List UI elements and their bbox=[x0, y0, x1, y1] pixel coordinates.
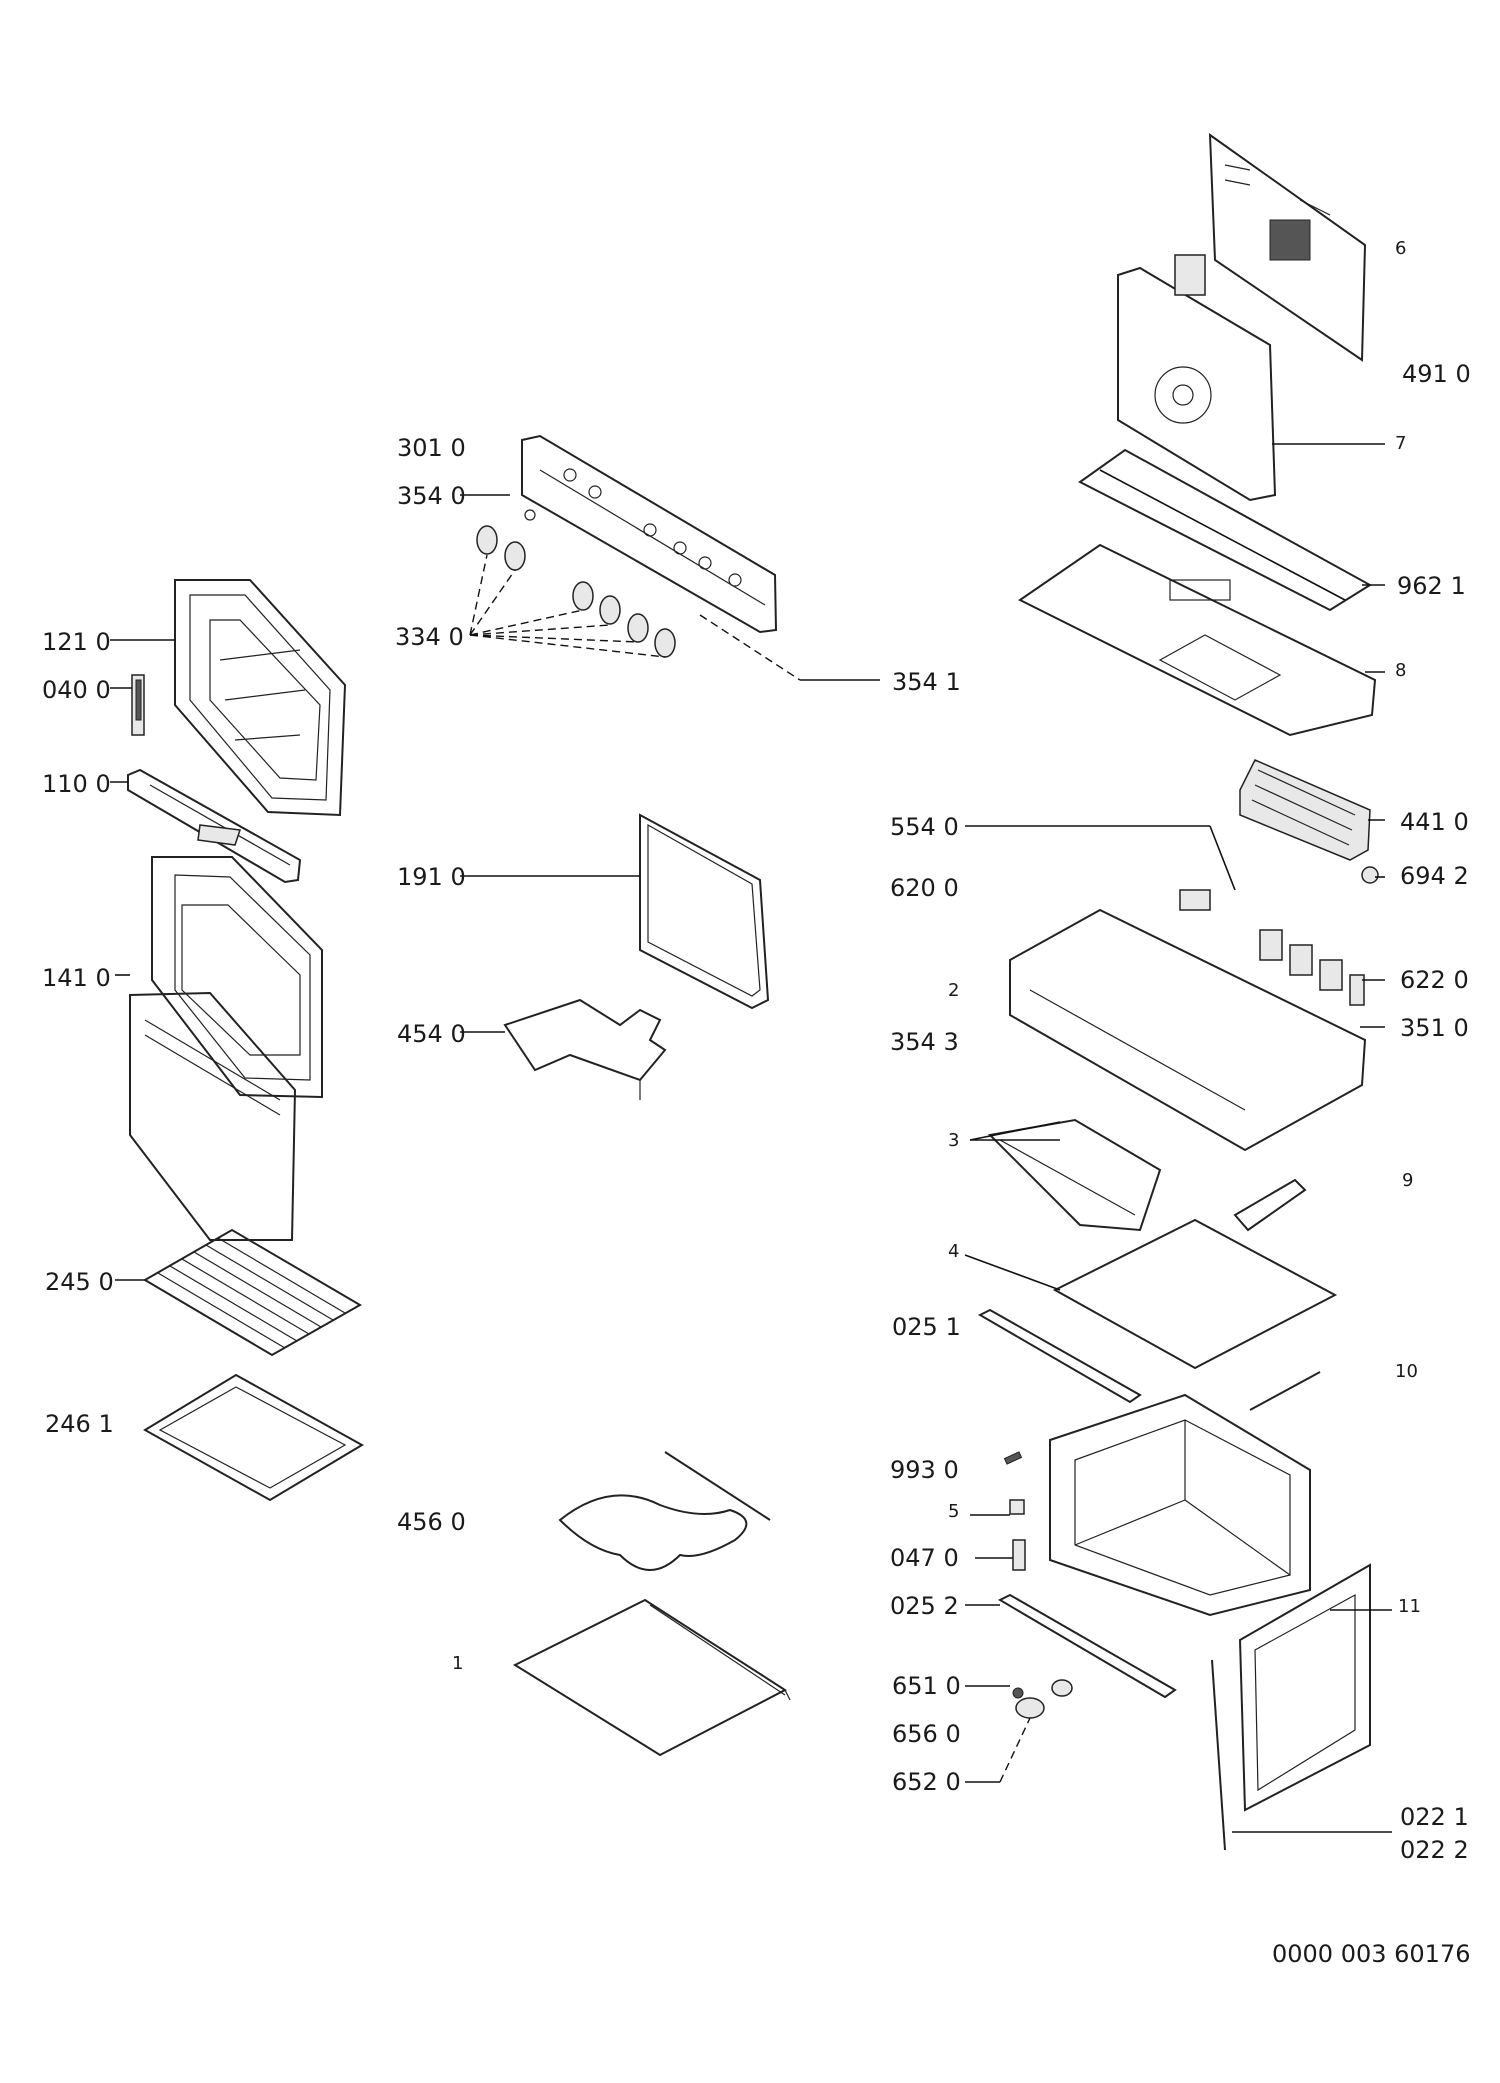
part-label-2: 2 bbox=[948, 980, 960, 1001]
part-label-040-0: 040 0 bbox=[42, 676, 111, 704]
part-label-354-3: 354 3 bbox=[890, 1028, 959, 1056]
part-control-panel bbox=[521, 434, 778, 634]
part-label-456-0: 456 0 bbox=[397, 1508, 466, 1536]
part-label-554-0: 554 0 bbox=[890, 813, 959, 841]
part-switch-knob bbox=[1012, 1679, 1073, 1719]
part-top-cover bbox=[1018, 543, 1377, 737]
part-label-246-1: 246 1 bbox=[45, 1410, 114, 1438]
part-label-022-2: 022 2 bbox=[1400, 1836, 1469, 1864]
part-oven-cavity bbox=[1049, 1393, 1311, 1617]
part-label-8: 8 bbox=[1395, 660, 1407, 681]
part-label-334-0: 334 0 bbox=[395, 623, 464, 651]
part-bottom-plate bbox=[512, 1598, 791, 1757]
part-door-frame bbox=[174, 579, 347, 817]
part-label-656-0: 656 0 bbox=[892, 1720, 961, 1748]
part-label-022-1: 022 1 bbox=[1400, 1803, 1469, 1831]
part-knobs bbox=[476, 509, 676, 658]
part-label-301-0: 301 0 bbox=[397, 434, 466, 462]
part-label-10: 10 bbox=[1395, 1361, 1418, 1382]
part-label-7: 7 bbox=[1395, 433, 1407, 454]
part-back-panel bbox=[1208, 133, 1367, 362]
part-label-651-0: 651 0 bbox=[892, 1672, 961, 1700]
part-label-454-0: 454 0 bbox=[397, 1020, 466, 1048]
part-label-245-0: 245 0 bbox=[45, 1268, 114, 1296]
part-door-handle-strip bbox=[127, 768, 302, 884]
part-label-622-0: 622 0 bbox=[1400, 966, 1469, 994]
part-door-hinge-assembly bbox=[1211, 1563, 1371, 1851]
part-label-962-1: 962 1 bbox=[1397, 572, 1466, 600]
part-side-rail-upper bbox=[977, 1308, 1142, 1404]
leader-lines bbox=[110, 443, 1392, 1833]
part-label-1: 1 bbox=[452, 1653, 464, 1674]
part-label-491-0: 491 0 bbox=[1402, 360, 1471, 388]
part-glass-plate bbox=[639, 813, 770, 1010]
part-label-441-0: 441 0 bbox=[1400, 808, 1469, 836]
part-label-110-0: 110 0 bbox=[42, 770, 111, 798]
document-reference-number: 0000 003 60176 bbox=[1272, 1940, 1471, 1968]
part-label-047-0: 047 0 bbox=[890, 1544, 959, 1572]
part-label-4: 4 bbox=[948, 1241, 960, 1262]
part-label-11: 11 bbox=[1398, 1596, 1421, 1617]
part-label-121-0: 121 0 bbox=[42, 628, 111, 656]
part-label-9: 9 bbox=[1402, 1170, 1414, 1191]
part-heating-element-lower bbox=[558, 1451, 771, 1571]
part-insulation-plate bbox=[1052, 1218, 1338, 1370]
part-label-141-0: 141 0 bbox=[42, 964, 111, 992]
part-label-6: 6 bbox=[1395, 238, 1407, 259]
part-control-box bbox=[1009, 889, 1367, 1152]
part-label-025-2: 025 2 bbox=[890, 1592, 959, 1620]
part-label-993-0: 993 0 bbox=[890, 1456, 959, 1484]
part-bracket-9 bbox=[1233, 1178, 1307, 1232]
part-label-694-2: 694 2 bbox=[1400, 862, 1469, 890]
part-fan-motor bbox=[1239, 759, 1379, 884]
part-label-652-0: 652 0 bbox=[892, 1768, 961, 1796]
part-label-025-1: 025 1 bbox=[892, 1313, 961, 1341]
part-label-354-0: 354 0 bbox=[397, 482, 466, 510]
part-small-fixings bbox=[1003, 1451, 1026, 1571]
part-heating-element-upper bbox=[503, 998, 667, 1100]
part-outer-glass-panel bbox=[129, 991, 297, 1241]
part-label-351-0: 351 0 bbox=[1400, 1014, 1469, 1042]
part-wire-rack bbox=[143, 1228, 363, 1357]
part-label-191-0: 191 0 bbox=[397, 863, 466, 891]
part-inner-glass-panel bbox=[151, 856, 323, 1099]
part-baking-tray bbox=[143, 1373, 365, 1502]
part-side-rail-lower bbox=[997, 1593, 1177, 1699]
part-label-5: 5 bbox=[948, 1501, 960, 1522]
part-support-bracket bbox=[987, 1118, 1162, 1232]
part-label-354-1: 354 1 bbox=[892, 668, 961, 696]
part-label-3: 3 bbox=[948, 1130, 960, 1151]
part-label-620-0: 620 0 bbox=[890, 874, 959, 902]
part-seal-strip bbox=[1078, 448, 1372, 612]
part-hinge bbox=[131, 674, 145, 736]
part-fan-housing bbox=[1117, 254, 1277, 502]
part-rod bbox=[1249, 1371, 1321, 1411]
